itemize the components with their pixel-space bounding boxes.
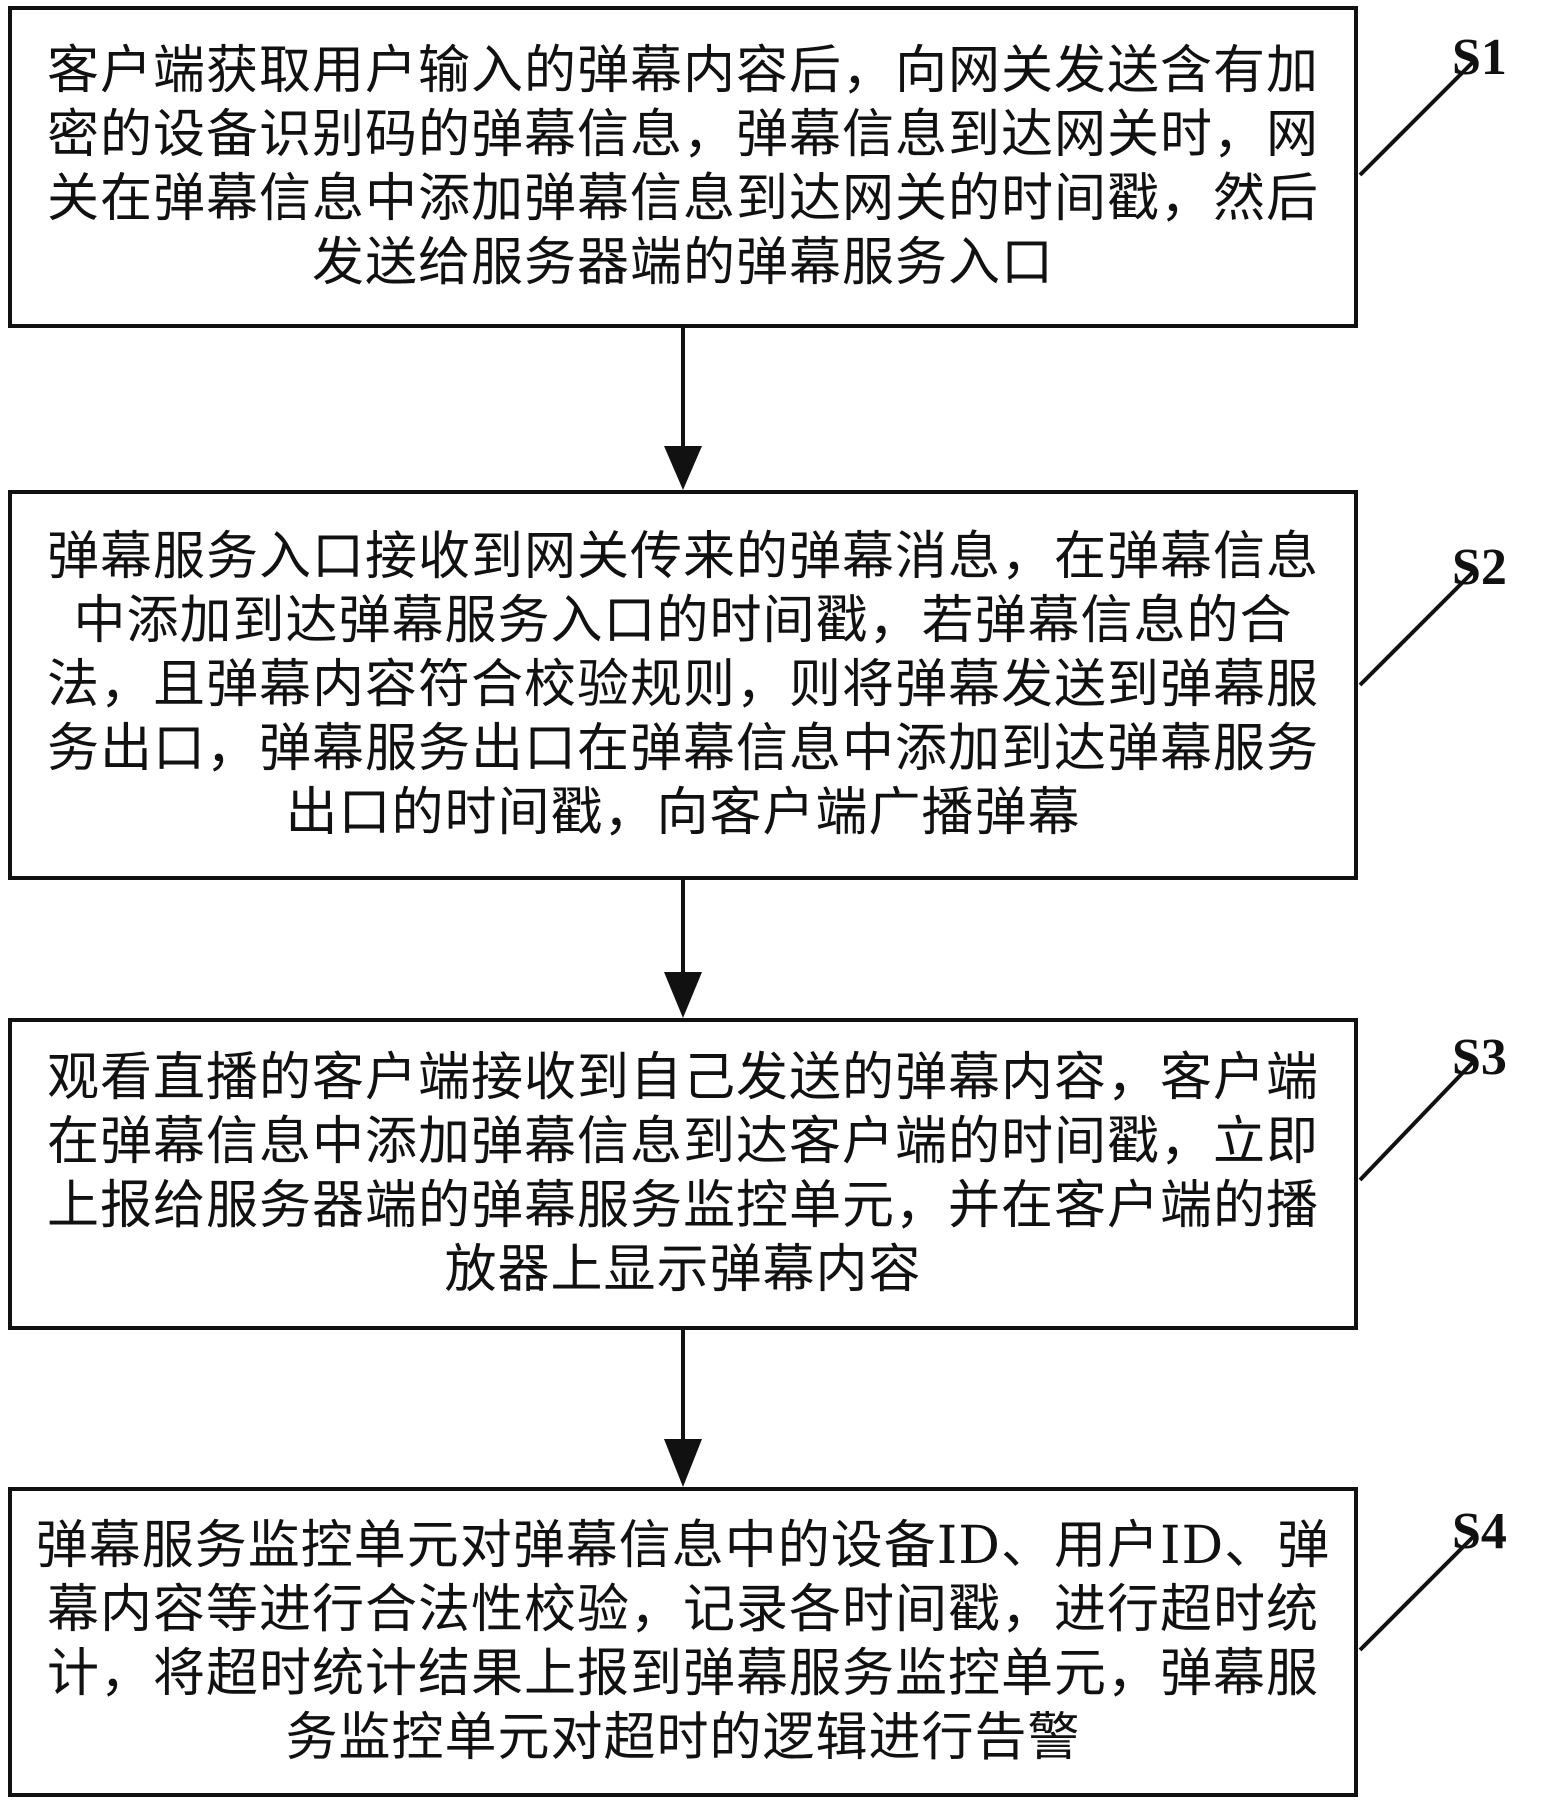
leader-line-s3 xyxy=(1360,1060,1475,1180)
arrow-s1-to-s2 xyxy=(664,328,702,490)
arrow-s3-to-s4 xyxy=(664,1330,702,1487)
leader-line-s1 xyxy=(1360,60,1475,175)
arrow-s2-to-s3 xyxy=(664,880,702,1018)
leader-line-s2 xyxy=(1360,570,1475,685)
leader-line-s4 xyxy=(1360,1535,1475,1650)
